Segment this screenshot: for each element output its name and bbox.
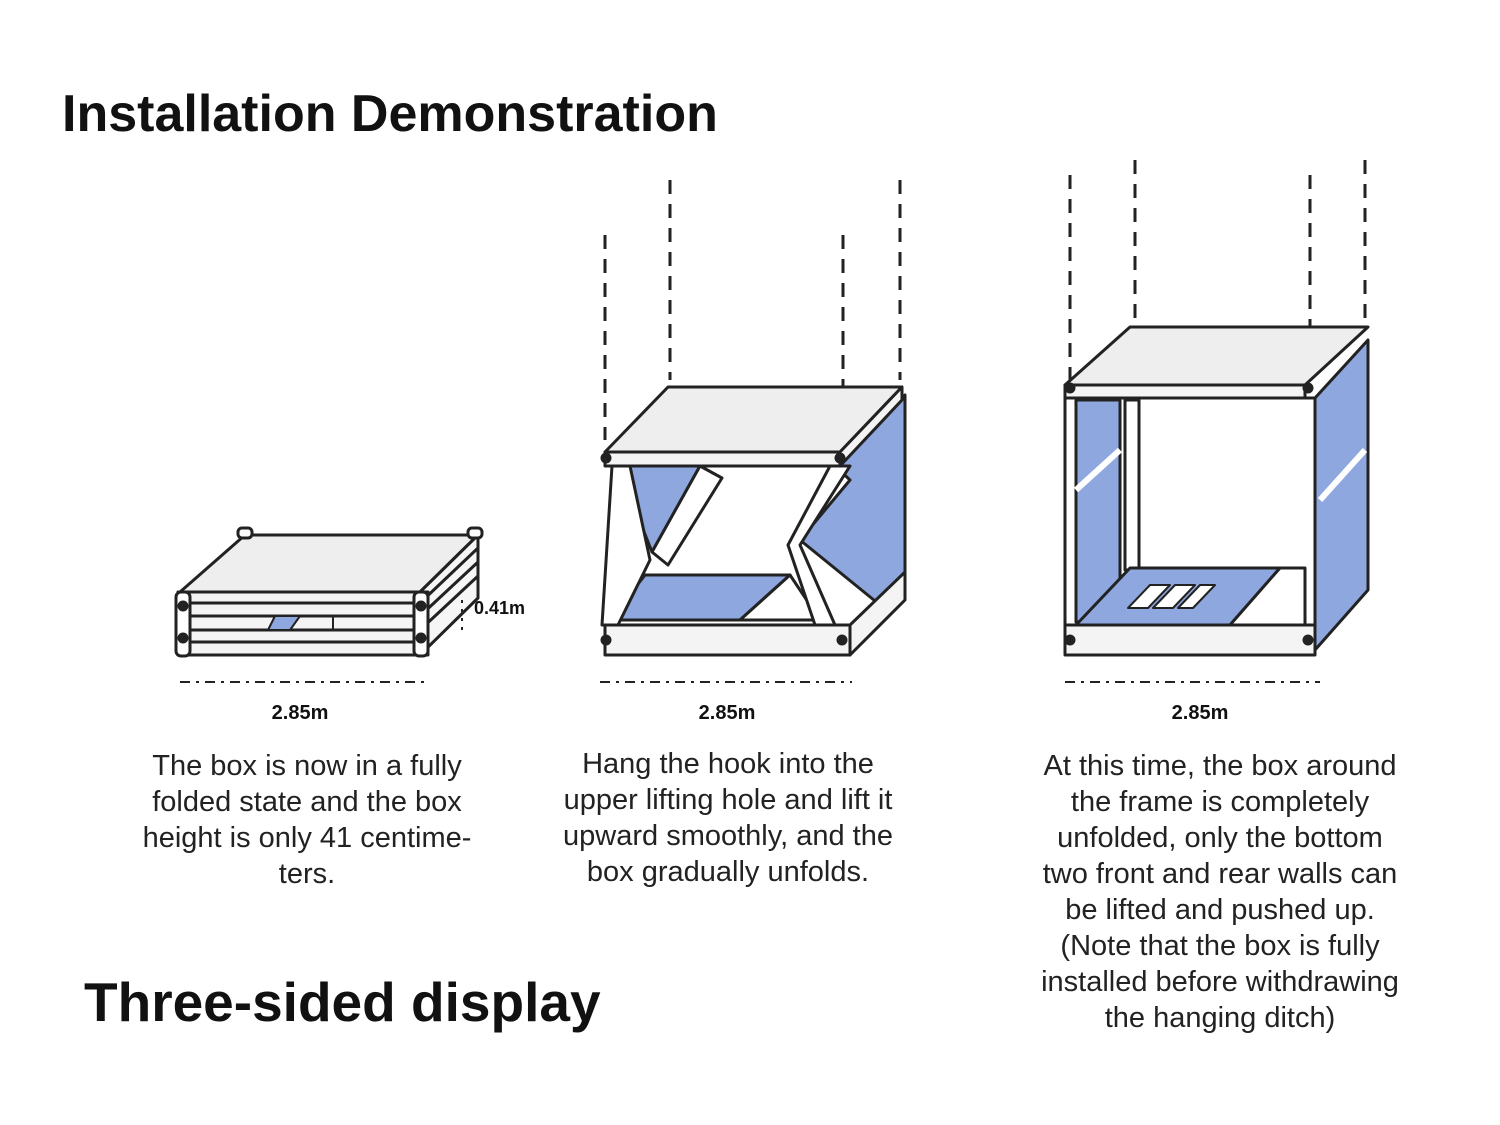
width-label-step-2: 2.85m — [698, 702, 756, 724]
caption-line: folded state and the box — [152, 786, 462, 818]
page-title: Installation Demonstration — [62, 85, 718, 143]
caption-step-2: Hang the hook into the upper lifting hol… — [518, 746, 938, 890]
caption-line: Hang the hook into the — [582, 748, 874, 780]
caption-line: The box is now in a fully — [152, 750, 462, 782]
caption-line: two front and rear walls can — [1042, 858, 1398, 890]
caption-step-1: The box is now in a fully folded state a… — [97, 748, 517, 892]
height-label: 0.41m — [474, 598, 526, 618]
width-label-step-3: 2.85m — [1171, 702, 1229, 724]
caption-line: box gradually unfolds. — [586, 856, 870, 888]
caption-line: be lifted and pushed up. — [1065, 894, 1375, 926]
caption-line: At this time, the box around — [1043, 750, 1397, 782]
section-subtitle: Three-sided display — [84, 971, 601, 1033]
unfolding-box-illustration — [600, 180, 907, 683]
caption-line: the frame is completely — [1070, 786, 1370, 818]
caption-line: unfolded, only the bottom — [1057, 822, 1383, 854]
caption-line: ters. — [278, 858, 336, 890]
caption-step-3: At this time, the box around the frame i… — [1010, 748, 1430, 1036]
caption-line: (Note that the box is fully — [1060, 930, 1380, 962]
folded-box-illustration — [174, 526, 484, 683]
unfolded-box-illustration — [1063, 160, 1370, 683]
caption-line: installed before withdrawing — [1041, 966, 1399, 998]
caption-line: upper lifting hole and lift it — [563, 784, 893, 816]
caption-line: the hanging ditch) — [1104, 1002, 1336, 1034]
width-label-step-1: 2.85m — [271, 702, 329, 724]
caption-line: height is only 41 centime- — [142, 822, 472, 854]
caption-line: upward smoothly, and the — [563, 820, 893, 852]
